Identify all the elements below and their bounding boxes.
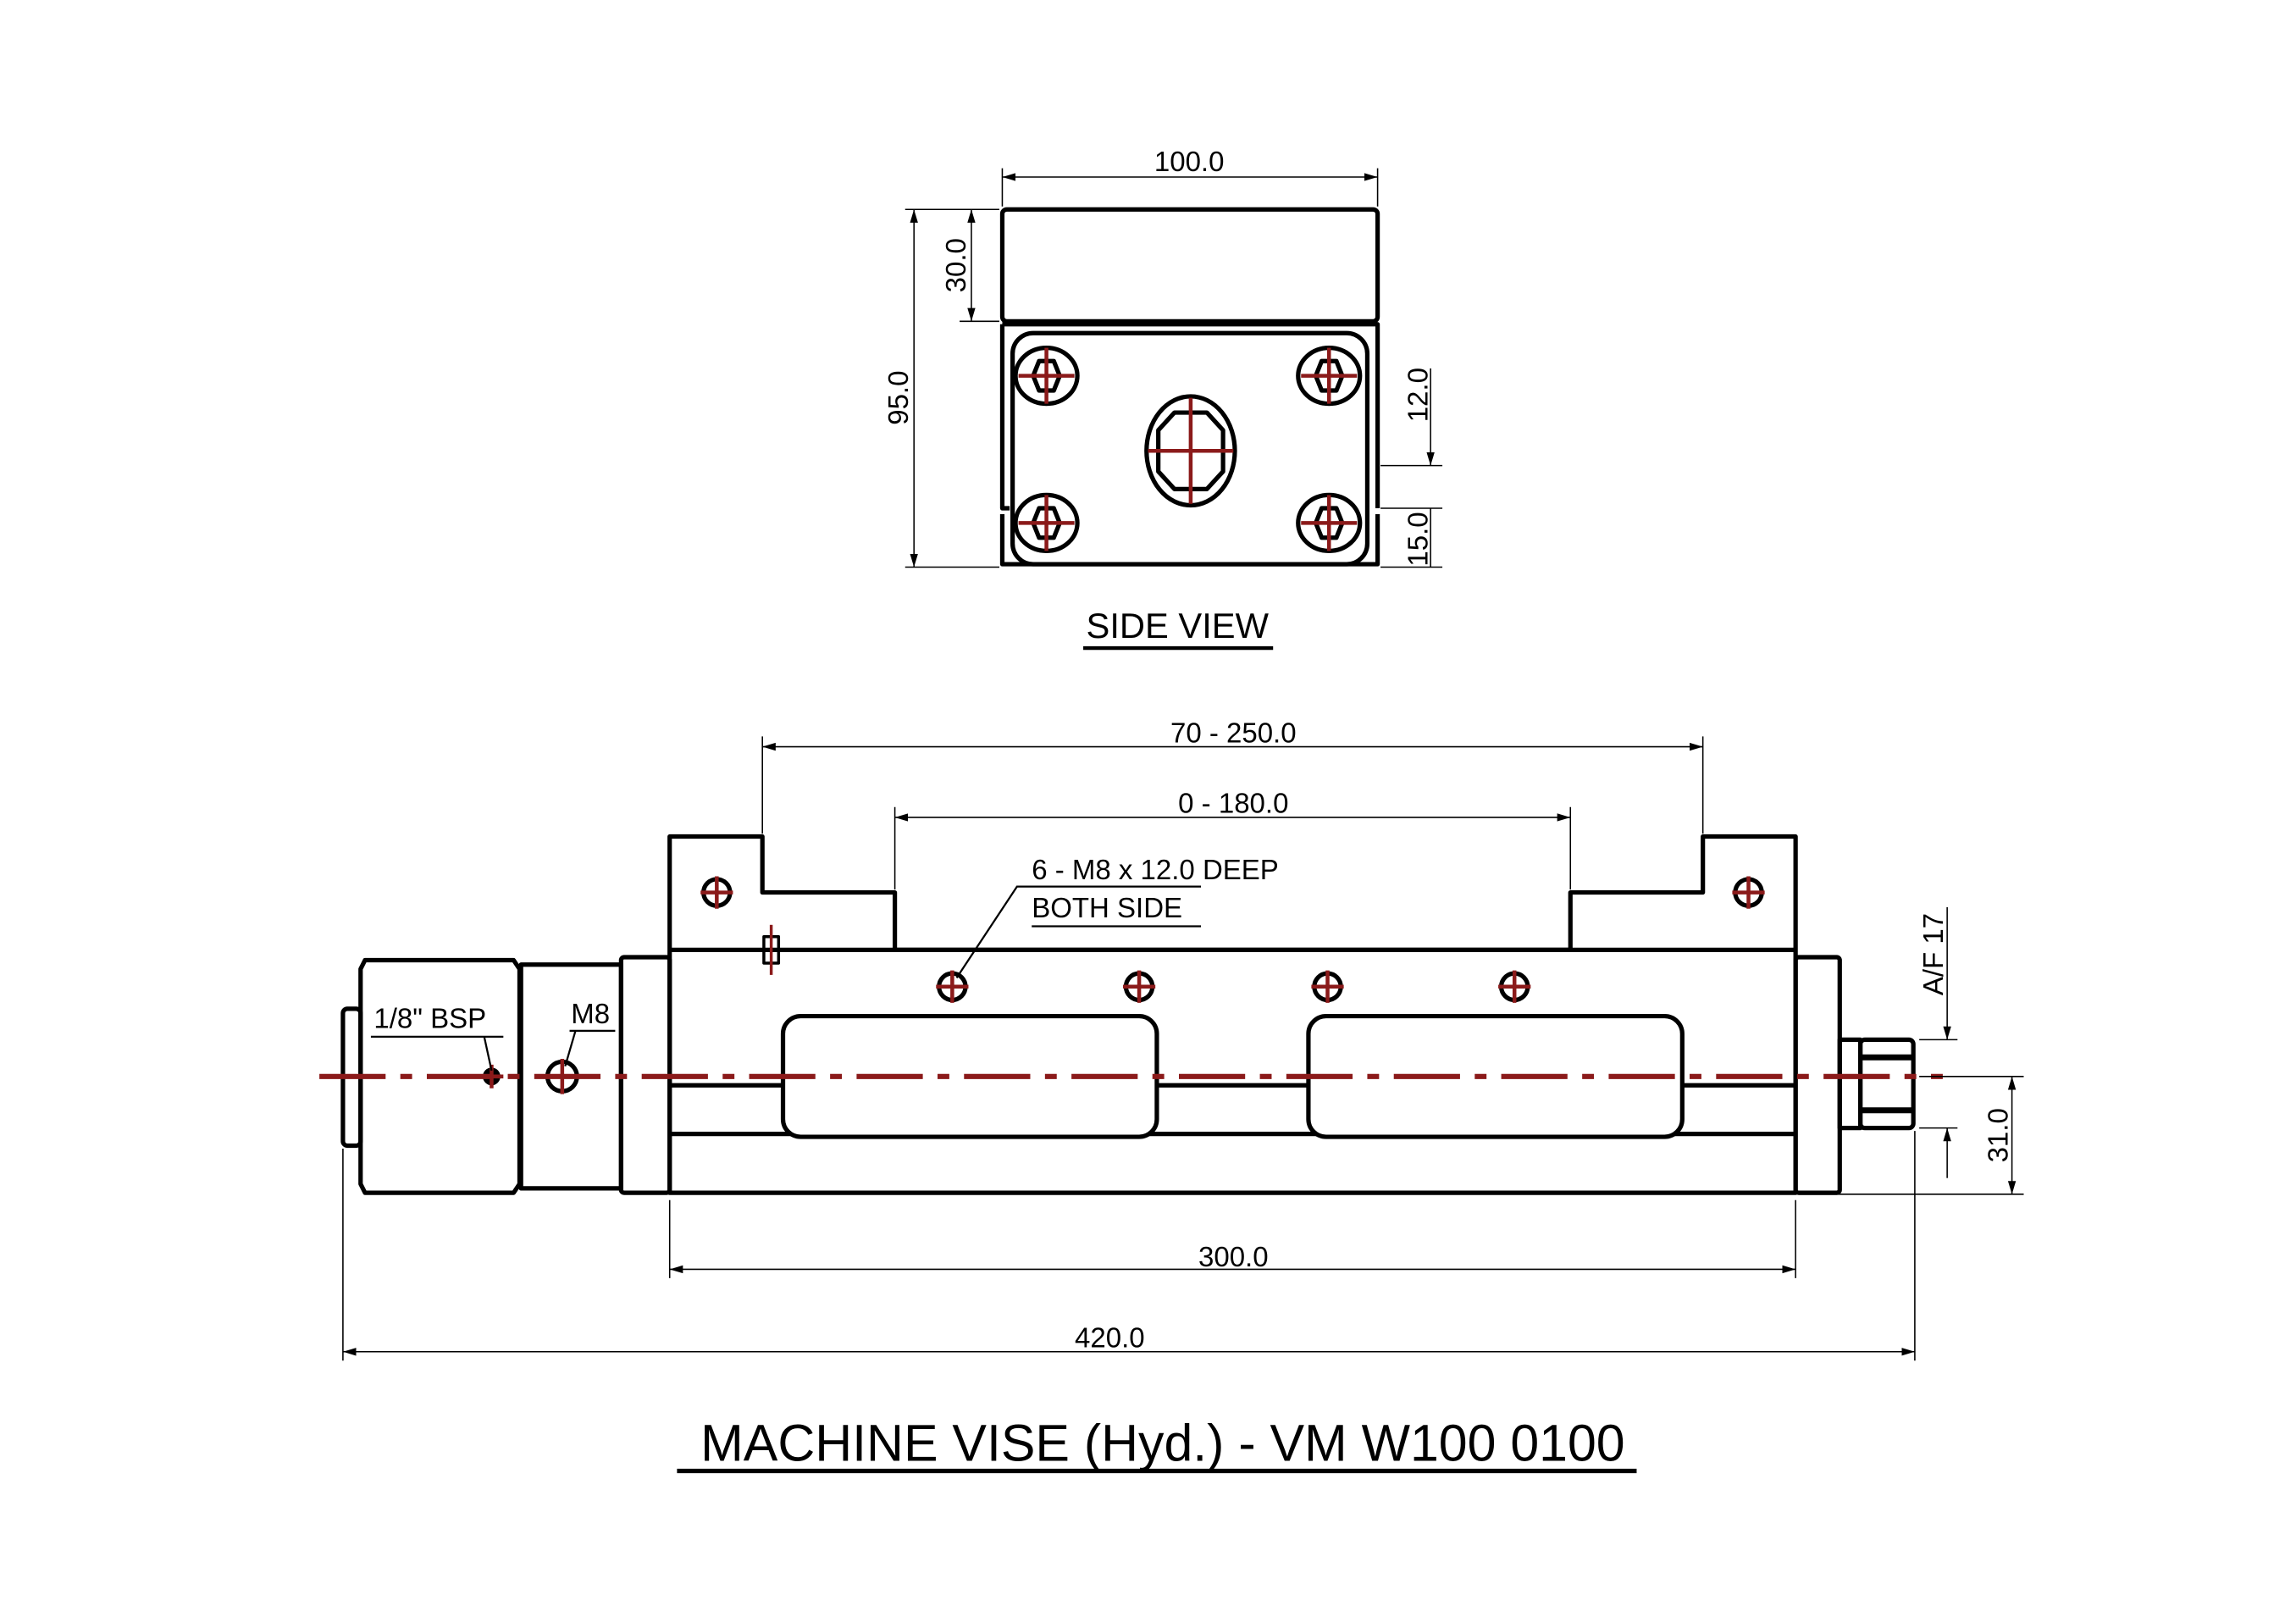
bolt-icon (1013, 345, 1080, 407)
dim-width: 100.0 (1154, 146, 1225, 177)
dim-jaw: 30.0 (940, 238, 971, 292)
dim-overall: 420.0 (1075, 1322, 1145, 1354)
side-view-label: SIDE VIEW (1087, 606, 1270, 645)
tapped-hole-icon (1311, 970, 1344, 1003)
bolt-icon (1013, 492, 1080, 554)
dim-stroke: 0 - 180.0 (1178, 788, 1288, 819)
dim-center-height: 31.0 (1982, 1108, 2013, 1162)
cylinder (358, 957, 523, 1195)
dim-lower: 15.0 (1402, 512, 1434, 566)
jaw-block (999, 207, 1380, 324)
dim-upper: 12.0 (1402, 368, 1434, 422)
note-both-side: BOTH SIDE (1032, 892, 1182, 923)
piston-port-icon (1144, 394, 1237, 508)
bolt-icon (1296, 345, 1363, 407)
dim-body: 300.0 (1198, 1241, 1269, 1272)
tapped-hole-icon (936, 970, 969, 1003)
tapped-hole-icon (700, 876, 733, 909)
note-holes: 6 - M8 x 12.0 DEEP (1032, 854, 1279, 885)
dim-af: A/F 17 (1917, 913, 1949, 995)
tapped-hole-icon (1732, 876, 1765, 909)
end-plate (1010, 330, 1370, 567)
note-port: 1/8" BSP (373, 1002, 486, 1033)
note-thread: M8 (571, 998, 610, 1029)
dim-opening: 70 - 250.0 (1170, 717, 1297, 748)
tapped-hole-icon (1498, 970, 1531, 1003)
dim-height: 95.0 (882, 371, 914, 425)
drawing-title: MACHINE VISE (Hyd.) - VM W100 0100 (700, 1414, 1625, 1471)
side-view: 100.0 95.0 30.0 12.0 15.0 SIDE VIEW (882, 146, 1443, 651)
hex-nut (1857, 1037, 1916, 1131)
front-view: 70 - 250.0 0 - 180.0 300.0 420.0 31.0 A/… (319, 717, 2024, 1361)
bolt-icon (1296, 492, 1363, 554)
tapped-hole-icon (1122, 970, 1156, 1003)
